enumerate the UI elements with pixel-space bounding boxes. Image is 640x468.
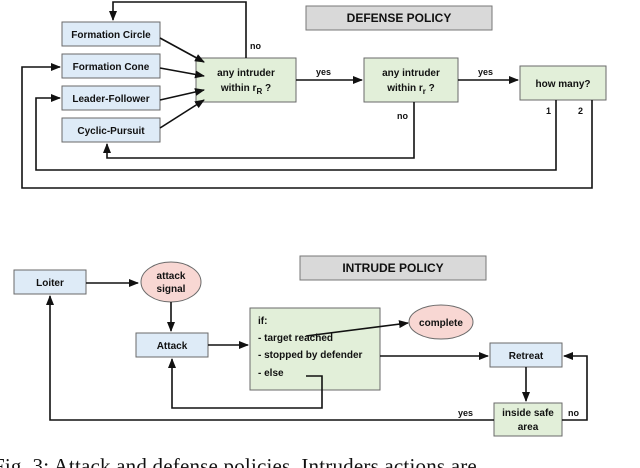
how-many-box: how many? xyxy=(519,65,607,101)
caption-text: Fig. 3: Attack and defense policies. Int… xyxy=(0,454,477,468)
svg-text:inside safe: inside safe xyxy=(502,408,554,419)
defense-policy: DEFENSE POLICY Formation Circle Formatio… xyxy=(21,1,607,189)
svg-text:Formation Circle: Formation Circle xyxy=(71,30,151,41)
label-yes-loiter: yes xyxy=(458,408,473,418)
if-conditions-box: if: - target reached - stopped by defend… xyxy=(249,307,381,391)
no-arrow-cyclic xyxy=(103,102,415,159)
cyclic-pursuit-box: Cyclic-Pursuit xyxy=(61,117,161,143)
svg-text:- stopped by defender: - stopped by defender xyxy=(258,350,363,361)
within-rr-box: any intruder within rr ? xyxy=(363,57,459,103)
svg-text:within rr ?: within rr ? xyxy=(386,83,435,96)
svg-text:- target reached: - target reached xyxy=(258,333,333,344)
svg-text:Cyclic-Pursuit: Cyclic-Pursuit xyxy=(77,126,145,137)
strategy-arrows xyxy=(159,37,205,129)
formation-circle-box: Formation Circle xyxy=(61,21,161,47)
svg-text:any intruder: any intruder xyxy=(382,68,440,79)
svg-text:- else: - else xyxy=(258,368,284,379)
attack-signal-ellipse: attack signal xyxy=(140,261,202,303)
label-yes-1: yes xyxy=(316,67,331,77)
defense-title: DEFENSE POLICY xyxy=(305,5,493,31)
no-loop-arrow xyxy=(109,1,247,58)
svg-text:INTRUDE POLICY: INTRUDE POLICY xyxy=(342,261,443,275)
complete-ellipse: complete xyxy=(408,304,474,340)
intrude-policy: INTRUDE POLICY Loiter attack signal Atta… xyxy=(13,255,588,437)
svg-text:if:: if: xyxy=(258,316,267,327)
svg-text:Loiter: Loiter xyxy=(36,278,64,289)
two-arrow-cone xyxy=(21,63,593,189)
svg-text:Attack: Attack xyxy=(157,341,188,352)
retreat-box: Retreat xyxy=(489,342,563,368)
one-arrow-leader xyxy=(35,94,557,171)
label-no-retreat: no xyxy=(568,408,579,418)
svg-text:signal: signal xyxy=(157,284,186,295)
svg-text:area: area xyxy=(518,422,539,433)
intrude-arrows xyxy=(46,279,588,421)
svg-text:how many?: how many? xyxy=(535,79,590,90)
intrude-title: INTRUDE POLICY xyxy=(299,255,487,281)
within-rR-box: any intruder within rR ? xyxy=(195,57,297,103)
svg-text:Formation Cone: Formation Cone xyxy=(73,62,150,73)
formation-cone-box: Formation Cone xyxy=(61,53,161,79)
figure-caption: Fig. 3: Attack and defense policies. Int… xyxy=(0,444,640,468)
svg-text:Leader-Follower: Leader-Follower xyxy=(72,94,149,105)
svg-text:DEFENSE POLICY: DEFENSE POLICY xyxy=(347,11,452,25)
svg-text:attack: attack xyxy=(157,271,186,282)
label-yes-2: yes xyxy=(478,67,493,77)
svg-text:Retreat: Retreat xyxy=(509,351,544,362)
inside-safe-area-box: inside safe area xyxy=(493,402,563,437)
leader-follower-box: Leader-Follower xyxy=(61,85,161,111)
svg-text:within rR ?: within rR ? xyxy=(220,83,271,96)
attack-box: Attack xyxy=(135,332,209,358)
svg-text:any intruder: any intruder xyxy=(217,68,275,79)
svg-text:complete: complete xyxy=(419,318,463,329)
label-no-mid: no xyxy=(397,111,408,121)
loiter-box: Loiter xyxy=(13,269,87,295)
label-no-top: no xyxy=(250,41,261,51)
label-2: 2 xyxy=(578,106,583,116)
label-1: 1 xyxy=(546,106,551,116)
